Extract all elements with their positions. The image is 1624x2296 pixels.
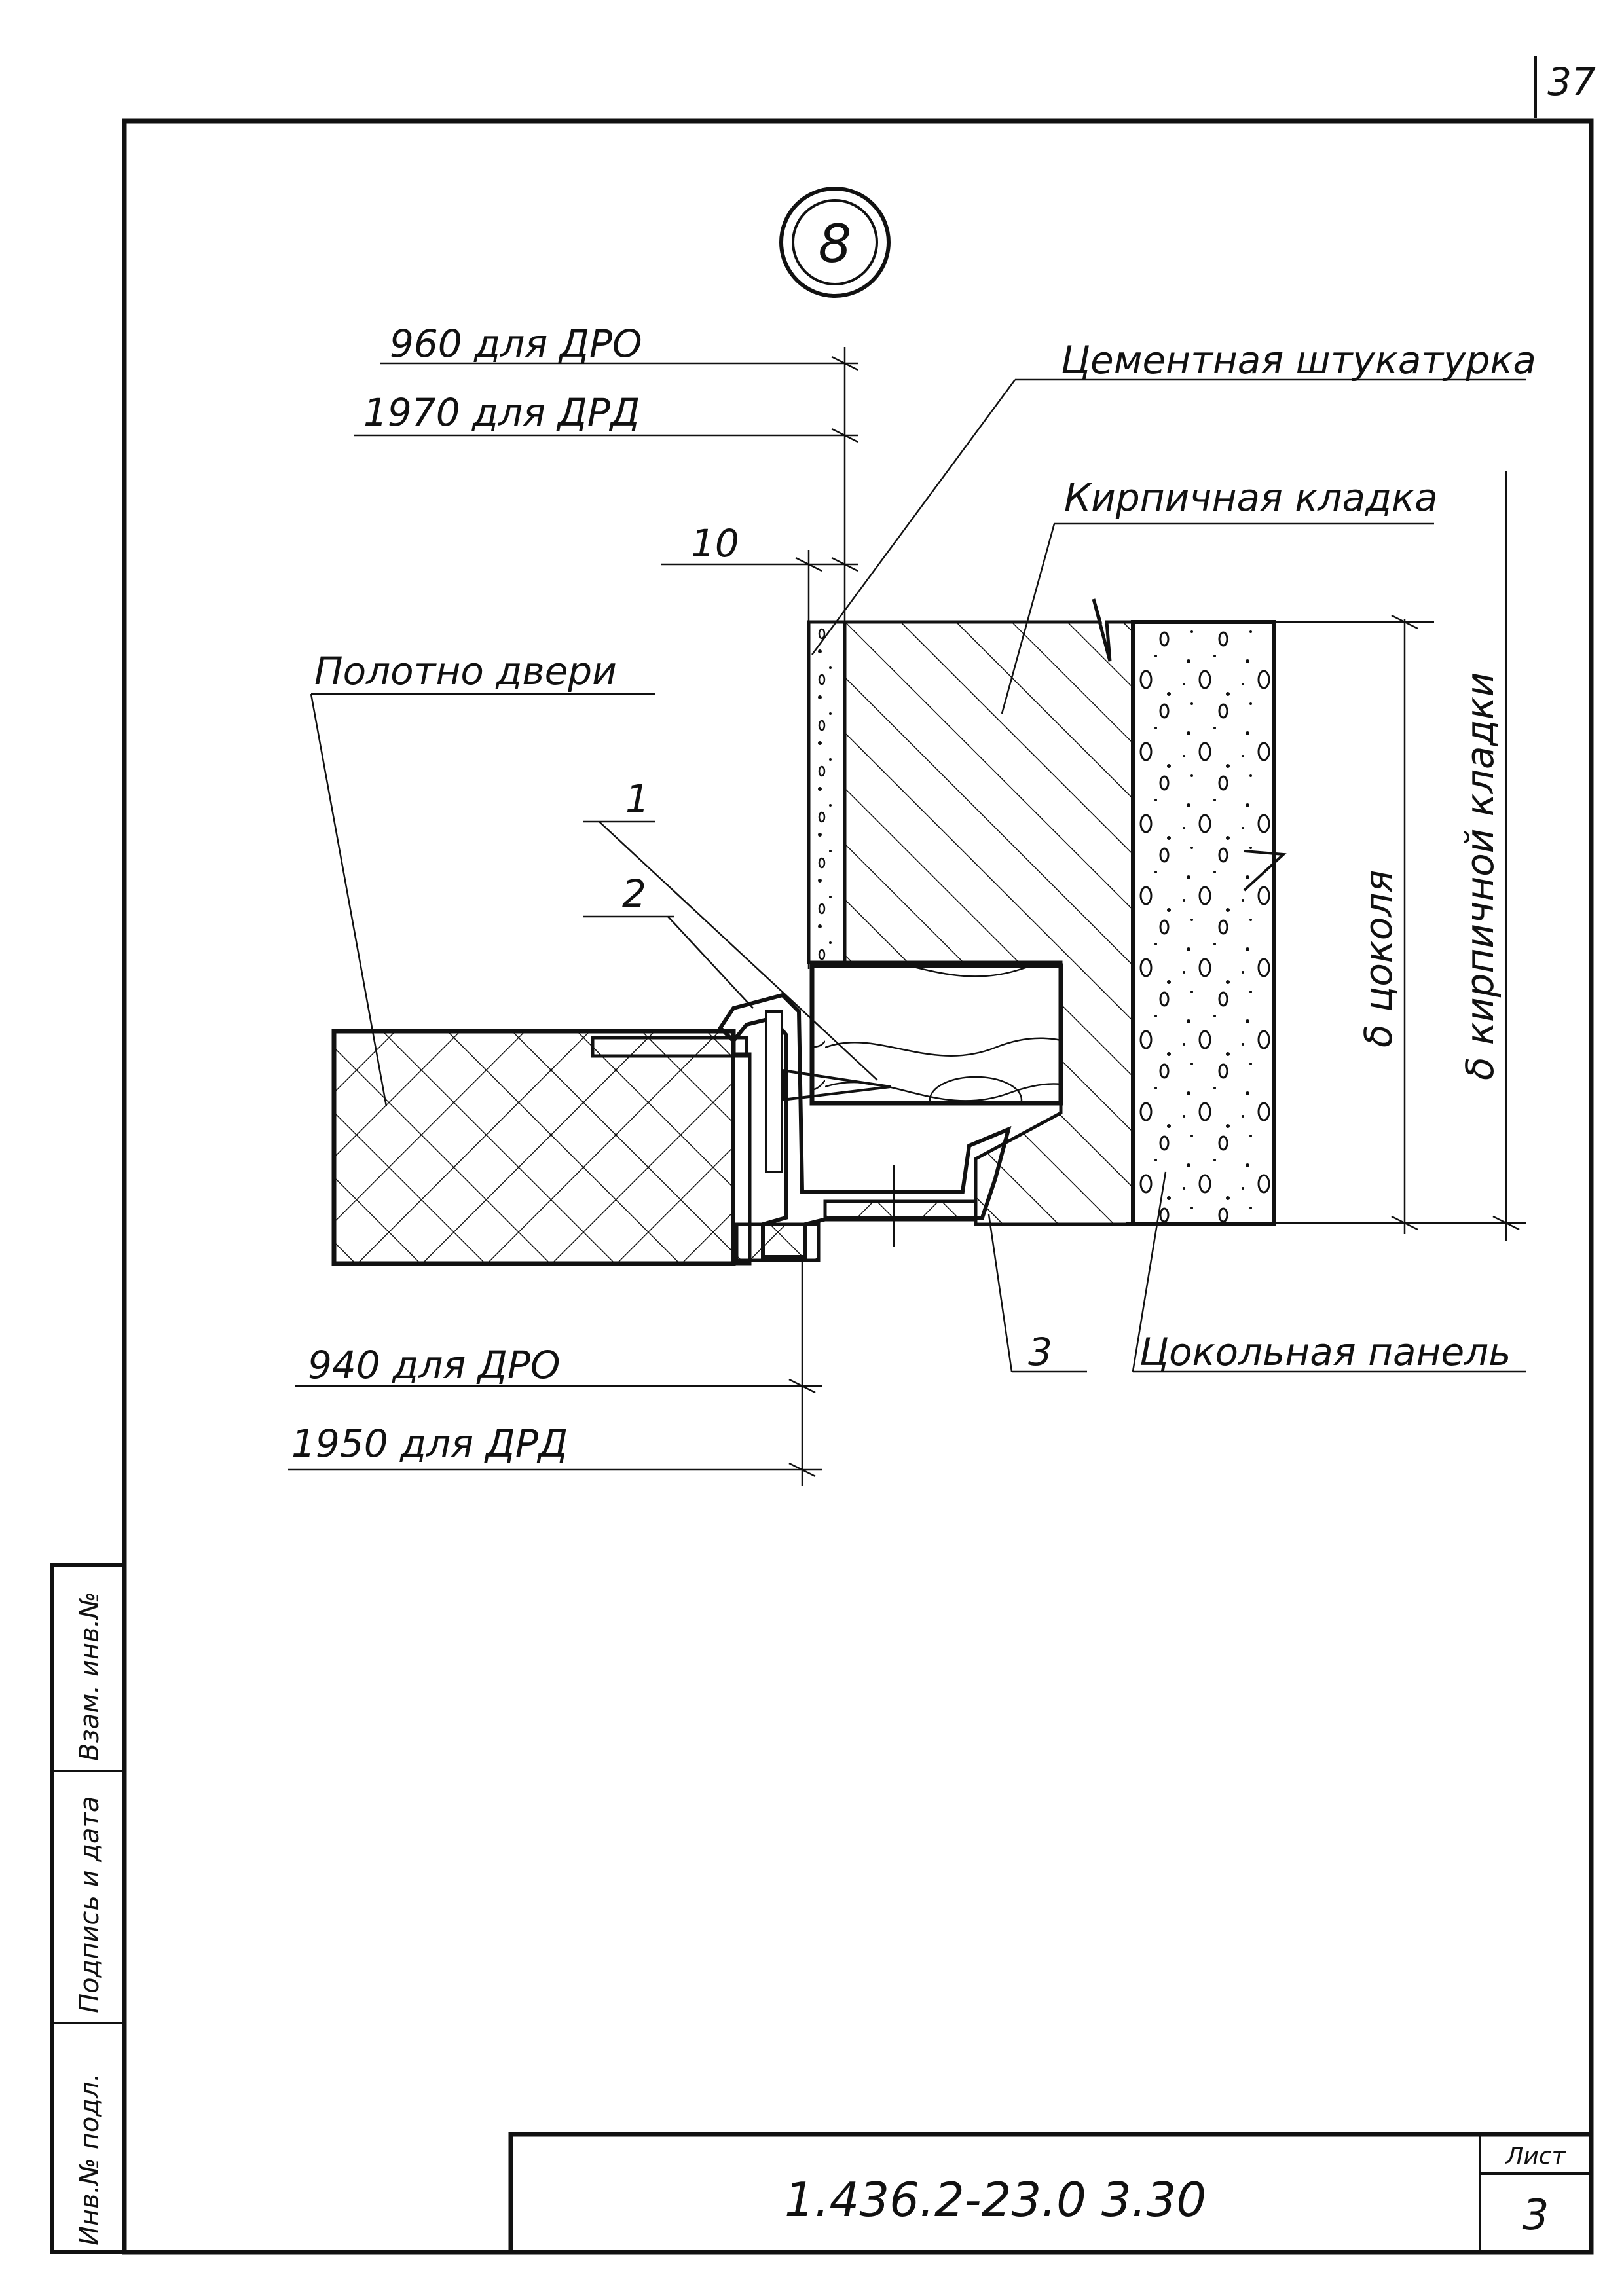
item-1-label: 1	[625, 776, 650, 821]
item-2-label: 2	[622, 871, 646, 916]
dim-940-label: 940 для ДРО	[308, 1343, 561, 1387]
plinth-thickness-label: δ цоколя	[1356, 870, 1401, 1048]
side-stamp: Взам. инв.№ Подпись и дата Инв.№ подл.	[50, 1563, 126, 2254]
doc-code: 1.436.2-23.0 3.30	[784, 2172, 1206, 2227]
plinth-panel-label: Цокольная панель	[1139, 1330, 1511, 1374]
cement-plaster-label: Цементная штукатурка	[1061, 338, 1536, 382]
stamp-inv-replace: Взам. инв.№	[75, 1592, 105, 1761]
item-3-label: 3	[1028, 1330, 1052, 1374]
wooden-block	[809, 963, 1063, 1106]
page-number: 37	[1547, 60, 1596, 104]
dim-960-label: 960 для ДРО	[390, 321, 642, 366]
dim-1970-label: 1970 для ДРД	[363, 390, 640, 435]
plinth-panel	[1131, 620, 1276, 1226]
cement-plaster-layer	[807, 620, 847, 964]
masonry-thickness-label: δ кирпичной кладки	[1458, 672, 1502, 1080]
sheet-number: 3	[1522, 2191, 1549, 2240]
door-leaf	[331, 1029, 736, 1266]
dim-10-label: 10	[691, 521, 739, 566]
brick-masonry-label: Кирпичная кладка	[1064, 475, 1438, 520]
dim-1950-label: 1950 для ДРД	[291, 1421, 568, 1466]
detail-marker: 8	[779, 187, 891, 298]
sheet-label: Лист	[1504, 2143, 1566, 2170]
svg-text:8: 8	[819, 213, 852, 274]
title-block: 1.436.2-23.0 3.30 Лист 3	[508, 2132, 1594, 2255]
door-leaf-label: Полотно двери	[314, 649, 617, 693]
brick-masonry	[843, 598, 1135, 1226]
stamp-sign-date: Подпись и дата	[75, 1796, 105, 2013]
stamp-inv-orig: Инв.№ подл.	[75, 2073, 105, 2246]
